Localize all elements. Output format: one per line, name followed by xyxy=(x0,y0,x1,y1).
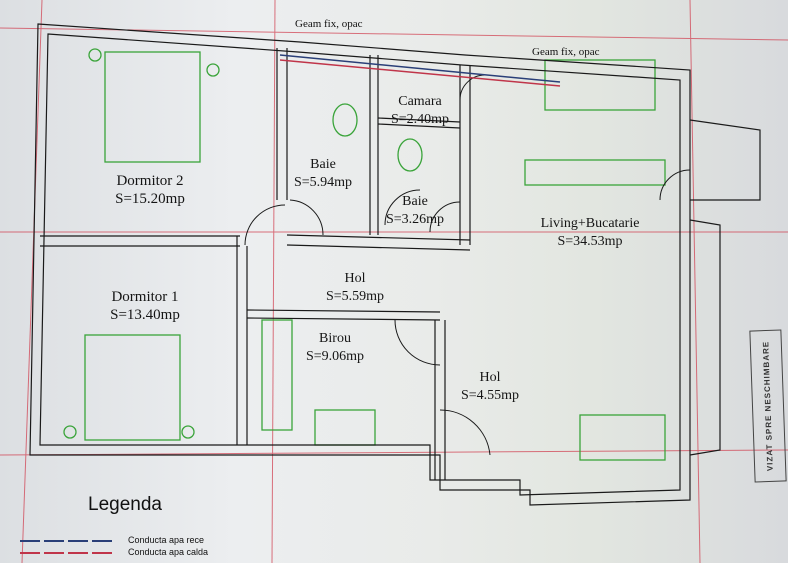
room-area: S=13.40mp xyxy=(110,307,180,323)
legend-item-hot: Conducta apa calda xyxy=(128,547,208,557)
toilet-icon xyxy=(332,103,358,137)
room-name: Dormitor 2 xyxy=(116,173,184,189)
room-dormitor-1: Dormitor 1 S=13.40mp xyxy=(110,288,180,324)
cold-water-pipe xyxy=(279,54,561,83)
stamp-text: VIZAT SPRE NESCHIMBARE xyxy=(761,340,775,472)
window-note-right: Geam fix, opac xyxy=(532,46,600,58)
lamp-icon xyxy=(206,63,220,77)
toilet-icon xyxy=(397,138,423,172)
hot-water-pipe xyxy=(279,59,561,87)
lamp-icon xyxy=(88,48,102,62)
approval-stamp: VIZAT SPRE NESCHIMBARE xyxy=(749,329,787,483)
window-note-left: Geam fix, opac xyxy=(295,18,363,30)
room-area: S=5.59mp xyxy=(325,289,385,304)
room-area: S=34.53mp xyxy=(557,234,623,249)
room-name: Hol xyxy=(479,370,501,385)
room-name: Camara xyxy=(398,94,442,109)
room-dormitor-2: Dormitor 2 S=15.20mp xyxy=(115,172,185,208)
room-name: Baie xyxy=(310,157,336,172)
lamp-icon xyxy=(181,425,195,439)
kitchen-counter-icon xyxy=(524,159,666,186)
kitchen-unit-icon xyxy=(544,59,656,111)
room-area: S=2.40mp xyxy=(390,112,450,127)
walls xyxy=(29,23,761,506)
bed-icon xyxy=(84,334,181,441)
legend-title: Legenda xyxy=(88,494,162,515)
room-area: S=15.20mp xyxy=(115,191,185,207)
furniture xyxy=(63,48,666,461)
bed-icon xyxy=(104,51,201,163)
room-area: S=5.94mp xyxy=(293,175,353,190)
room-name: Hol xyxy=(344,271,366,286)
legend-label: Conducta apa calda xyxy=(128,547,209,557)
door-swings xyxy=(244,74,691,456)
room-name: Baie xyxy=(402,194,428,209)
sofa-icon xyxy=(261,319,293,431)
room-area: S=3.26mp xyxy=(385,212,445,227)
room-area: S=4.55mp xyxy=(460,388,520,403)
room-area: S=9.06mp xyxy=(305,349,365,364)
lamp-icon xyxy=(63,425,77,439)
legend-label: Conducta apa rece xyxy=(128,535,205,545)
legend-item-cold: Conducta apa rece xyxy=(128,535,204,545)
desk-icon xyxy=(314,409,376,446)
dining-table-icon xyxy=(579,414,666,461)
room-name: Living+Bucatarie xyxy=(540,216,640,231)
room-name: Birou xyxy=(319,331,351,346)
room-name: Dormitor 1 xyxy=(111,289,179,305)
